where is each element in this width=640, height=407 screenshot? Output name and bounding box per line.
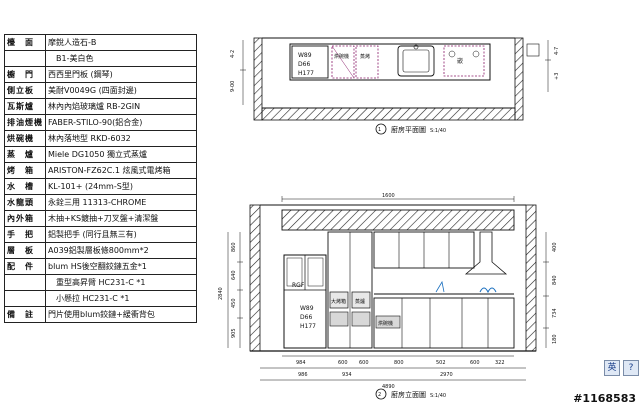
plan-left-dim-1: 4-2 — [230, 50, 236, 58]
elev-dim-right-3: 734 — [552, 308, 558, 318]
elev-dim-right-4: 180 — [552, 334, 558, 344]
svg-text:2: 2 — [378, 392, 381, 398]
elev-dim-left-3: 450 — [231, 298, 237, 308]
plan-label-oven: 蒸烤 — [360, 53, 370, 60]
plan-title: 廚房平面圖 — [391, 125, 426, 134]
plan-hob — [443, 45, 485, 77]
elev-dim-bottom: 986 — [298, 372, 308, 378]
plan-scale: S:1/40 — [430, 128, 446, 134]
spec-label: 備 註 — [4, 306, 46, 323]
plan-sink — [397, 45, 435, 77]
plan-right-dim-2: +3 — [554, 73, 560, 80]
plan-fridge-h: H177 — [298, 70, 314, 77]
elev-title: 廚房立面圖 — [391, 390, 426, 399]
plan-right-dim-1: 4-7 — [554, 47, 560, 55]
spec-row: 備 註門片使用blum鉸鏈+緩衝背包 — [4, 306, 197, 323]
plan-back-wall — [261, 107, 516, 121]
plan-fridge-w: W89 — [298, 52, 312, 59]
elev-dim-bottom: 800 — [394, 360, 404, 366]
elev-range-hood — [464, 231, 508, 275]
elev-fridge-d: D66 — [300, 314, 312, 321]
plan-fridge — [291, 45, 329, 79]
elev-label-steamer: 蒸爐 — [355, 298, 365, 305]
elev-dim-left-1: 860 — [231, 242, 237, 252]
plan-right-wall — [514, 37, 524, 121]
plan-oven-unit — [355, 45, 379, 79]
elev-oven — [329, 291, 349, 309]
plan-label-dishwasher: 烘碗機 — [334, 53, 349, 60]
svg-text:1: 1 — [378, 127, 381, 133]
help-button[interactable]: ? — [623, 360, 639, 376]
language-button[interactable]: 英 — [604, 360, 620, 376]
spec-value: 門片使用blum鉸鏈+緩衝背包 — [45, 306, 197, 323]
elev-dim-bottom: 502 — [436, 360, 446, 366]
plan-view: W89 D66 H177 烘碗機 蒸烤 嵌 4-2 9-00 4-7 +3 1 … — [230, 37, 560, 135]
elev-dim-bottom: 322 — [495, 360, 505, 366]
elev-dim-left-total: 2840 — [218, 287, 224, 300]
plan-label-sink-mark: 嵌 — [457, 58, 463, 65]
plan-fridge-d: D66 — [298, 61, 310, 68]
elev-fridge-h: H177 — [300, 323, 316, 330]
elev-dim-bottom: 600 — [470, 360, 480, 366]
plan-tall-unit — [331, 45, 355, 79]
elev-soffit — [281, 209, 515, 231]
plan-left-dim-2: 9-00 — [230, 81, 236, 92]
plan-left-wall — [253, 37, 263, 121]
elevation-view: 1600 RGF W89 D66 H177 大烤箱 蒸爐 — [218, 193, 558, 400]
elev-dim-left-4: 905 — [231, 328, 237, 338]
elev-steamer — [351, 291, 371, 309]
elev-dishwasher — [375, 315, 401, 329]
plan-counter — [289, 43, 491, 81]
elev-base-cabinets — [373, 297, 515, 349]
spec-row: 小懸拉 HC231-C *1 — [4, 290, 197, 307]
elev-label-dishwasher: 烘碗機 — [378, 320, 393, 327]
elev-right-wall — [525, 204, 537, 352]
elev-left-wall — [249, 204, 261, 352]
elev-fridge-w: W89 — [300, 305, 314, 312]
elev-dim-bottom: 934 — [342, 372, 352, 378]
elev-dim-left-2: 640 — [231, 270, 237, 280]
spec-row: B1-美白色 — [4, 50, 197, 67]
spec-row: 烘碗機林內落地型 RKD-6032 — [4, 130, 197, 147]
spec-row: 側立板美耐V0049G (四面封邊) — [4, 82, 197, 99]
elev-dim-bottom: 600 — [359, 360, 369, 366]
elev-dim-bottom: 2970 — [440, 372, 453, 378]
elev-label-oven: 大烤箱 — [331, 298, 346, 305]
elev-title-mark — [375, 388, 387, 400]
plan-title-mark — [375, 123, 387, 135]
elev-dim-top: 1600 — [382, 193, 395, 199]
watermark: #1168583 — [573, 392, 636, 405]
elev-dim-bottom: 984 — [296, 360, 306, 366]
elev-dim-bottom: 600 — [338, 360, 348, 366]
elev-fridge-brand: RGF — [292, 282, 305, 289]
elev-dim-bottom-total: 4890 — [382, 384, 395, 390]
elev-scale: S:1/40 — [430, 393, 446, 399]
elev-dim-right-2: 840 — [552, 275, 558, 285]
spec-row: 水龍頭永銓三用 11313-CHROME — [4, 194, 197, 211]
toolbar: 英 ? — [604, 360, 639, 376]
elev-dim-right-1: 400 — [552, 242, 558, 252]
